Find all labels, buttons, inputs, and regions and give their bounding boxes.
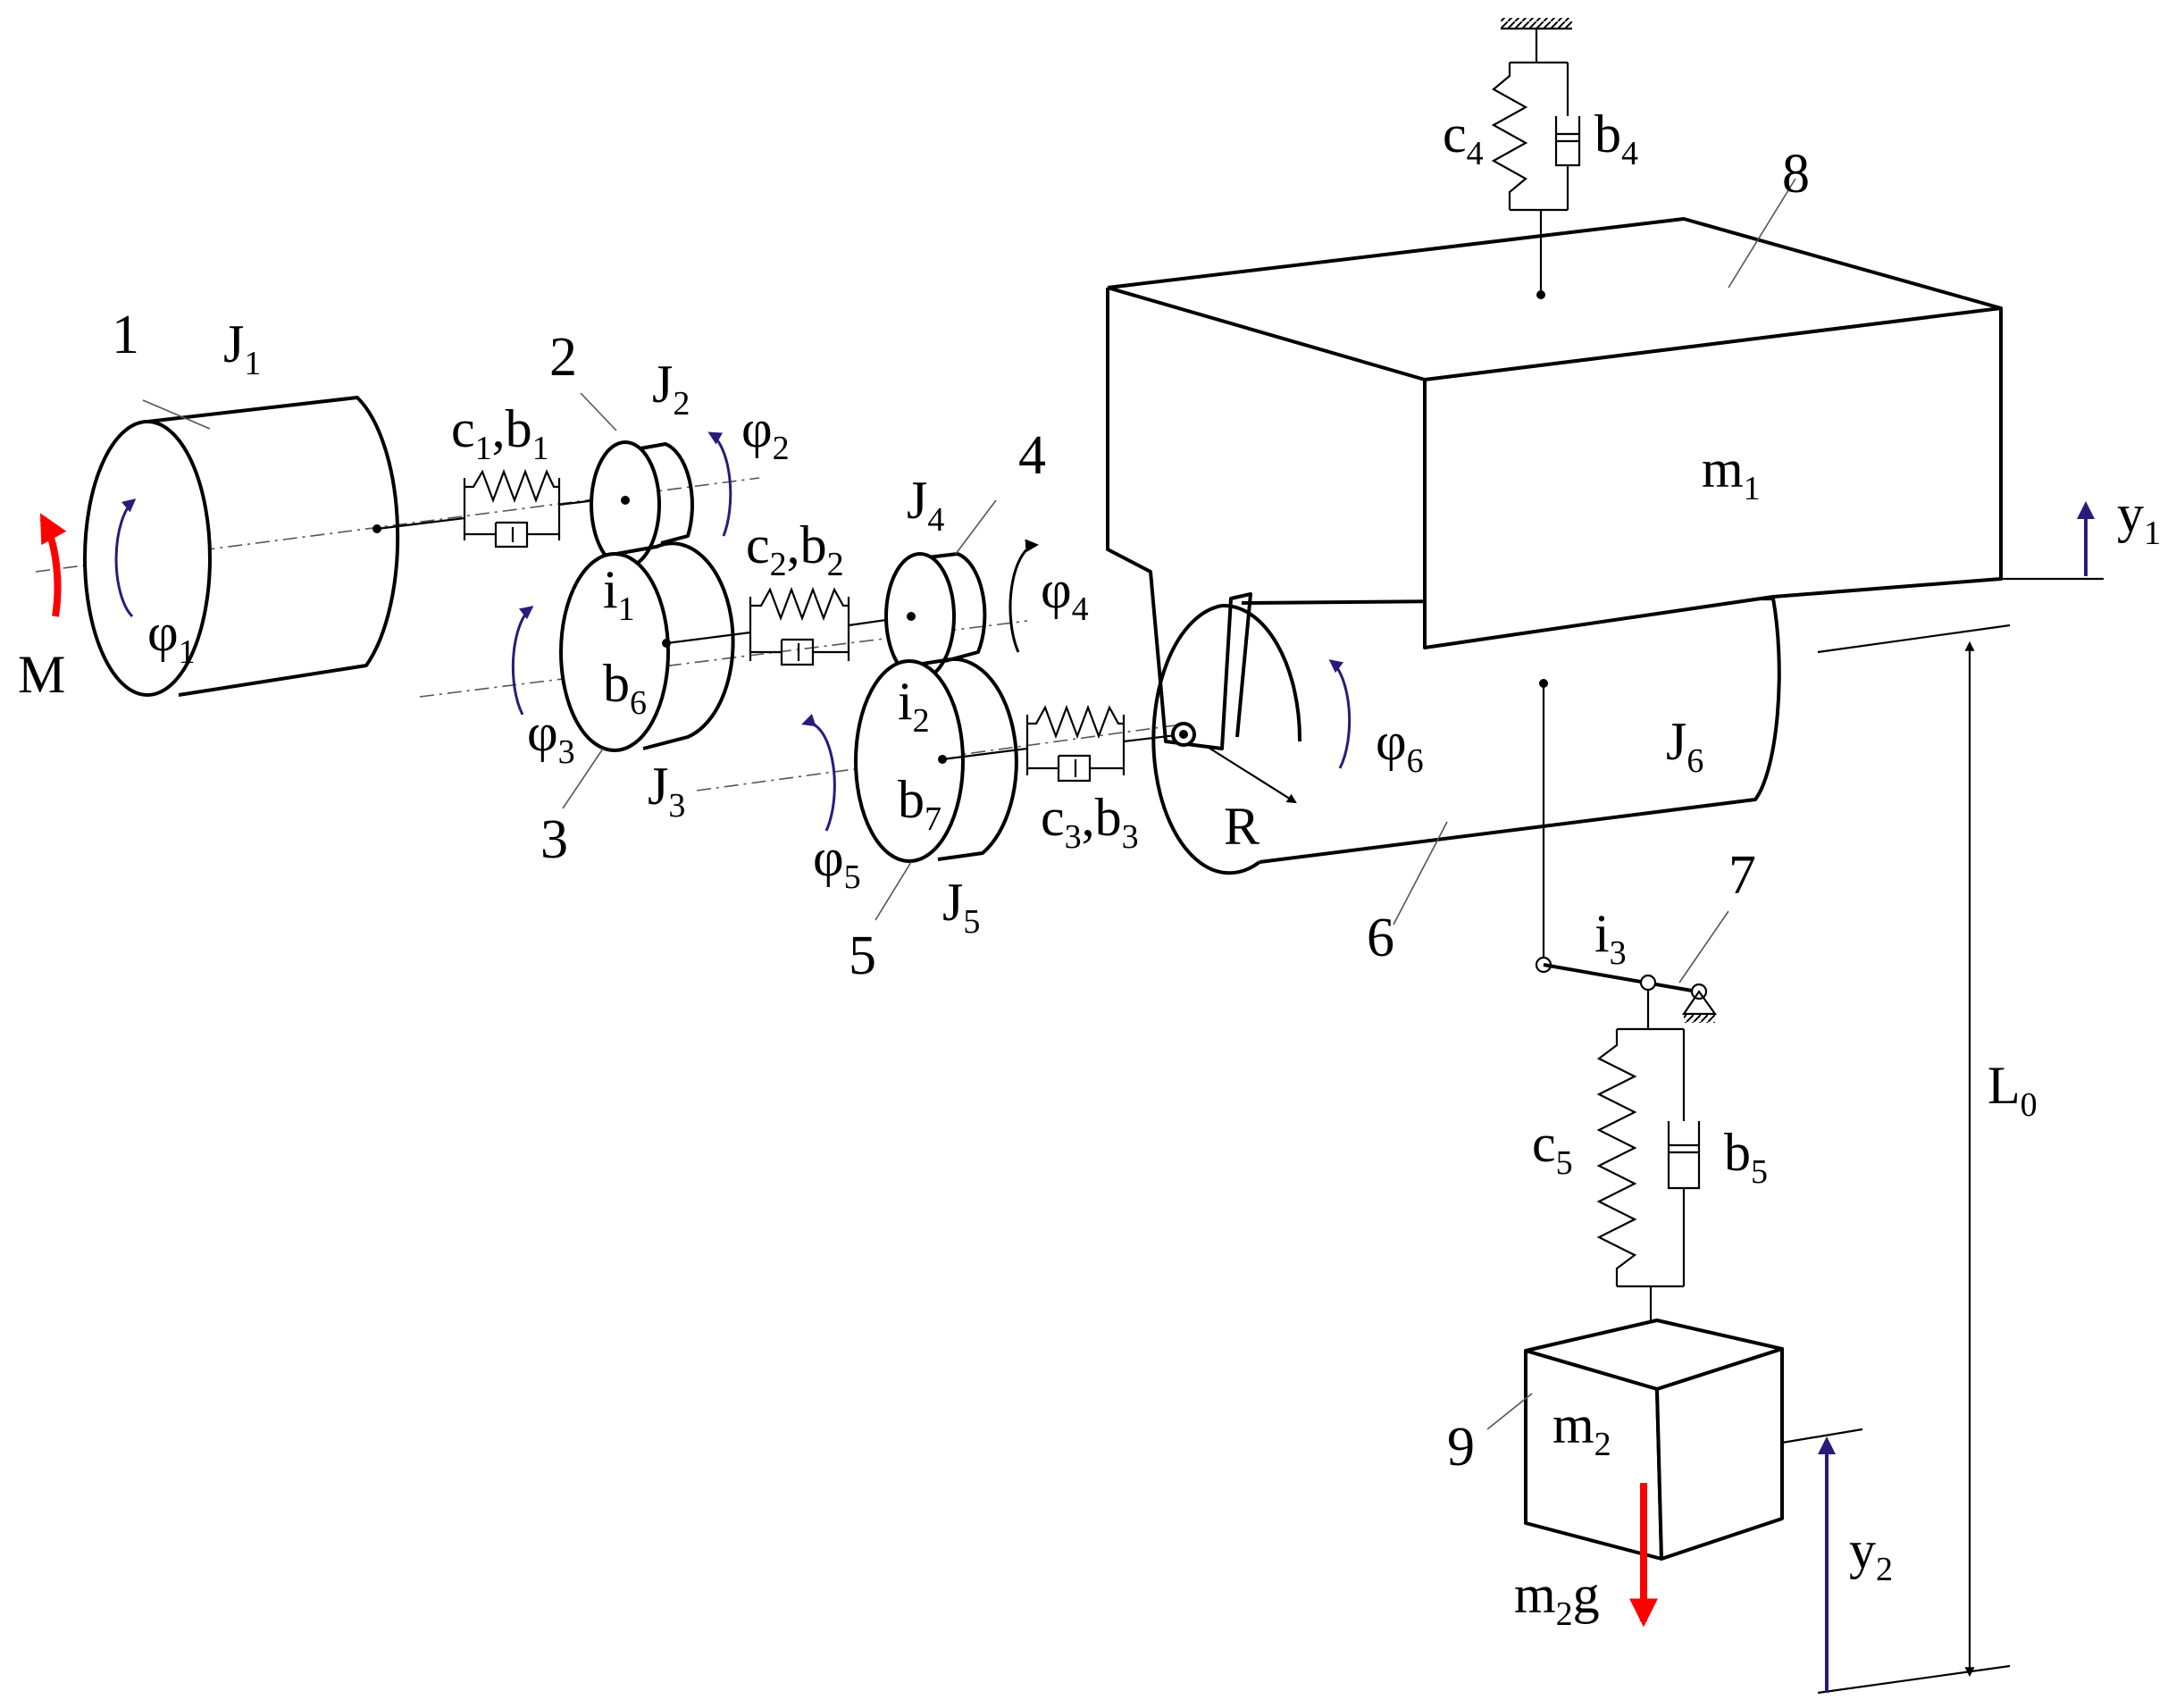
inertia-j1: J1 — [223, 314, 261, 382]
rotation-arrow-phi1 — [114, 498, 137, 618]
rotation-arrow-phi5 — [801, 714, 836, 832]
shaft-1 — [376, 516, 465, 531]
drum-6 — [1151, 597, 1781, 925]
leader-9 — [1486, 1393, 1533, 1430]
coupling-label-c2-b2: c2,b2 — [746, 515, 844, 583]
inertia-j2: J2 — [652, 355, 690, 423]
part-number-1: 1 — [112, 305, 139, 365]
torque-label: M — [18, 645, 65, 704]
part-number-8: 8 — [1782, 144, 1810, 205]
leader-8 — [1728, 178, 1796, 289]
gear-damping-b7: b7 — [898, 770, 942, 838]
rope-and-lever-7 — [1535, 679, 1729, 1023]
part-number-6: 6 — [1367, 908, 1394, 968]
l0-top-reference — [1817, 624, 2011, 654]
shaft-1-node — [372, 524, 381, 533]
angle-phi3: φ3 — [527, 703, 575, 771]
suspension-top — [1491, 18, 1581, 299]
leader-6 — [1393, 821, 1448, 925]
angle-phi4: φ4 — [1041, 560, 1089, 628]
coupling-label-c1-b1: c1,b1 — [451, 399, 549, 467]
angle-phi6: φ6 — [1376, 712, 1424, 780]
rotation-arrow-phi6 — [1328, 659, 1352, 769]
leader-1 — [142, 399, 211, 430]
y2-reference — [1781, 1428, 1863, 1444]
trolley-8 — [1106, 178, 2003, 750]
damper-b4: b4 — [1594, 105, 1638, 172]
mass-m1: m1 — [1702, 440, 1761, 507]
part-number-5: 5 — [849, 925, 876, 986]
angle-phi5: φ5 — [813, 828, 861, 896]
angle-phi1: φ1 — [147, 603, 196, 671]
gear-5 — [854, 657, 1018, 921]
displacement-y2: y2 — [1849, 1520, 1893, 1588]
mass-m2: m2 — [1552, 1395, 1611, 1463]
angle-phi2: φ2 — [741, 399, 790, 467]
drum-1 — [83, 396, 400, 697]
radius-arrow — [1205, 745, 1297, 804]
displacement-y1: y1 — [2117, 484, 2161, 552]
leader-7 — [1678, 910, 1729, 984]
spring-c4: c4 — [1443, 105, 1484, 172]
rotation-arrow-phi4 — [1008, 539, 1039, 653]
part-number-7: 7 — [1728, 845, 1756, 906]
gear-ratio-i1: i1 — [603, 560, 635, 628]
inertia-j3: J3 — [648, 757, 685, 825]
suspension-rope — [1596, 990, 1701, 1361]
gear-4 — [884, 499, 997, 681]
torque-arrow — [39, 513, 67, 617]
inertia-j6: J6 — [1666, 712, 1703, 780]
length-l0: L0 — [1988, 1056, 2038, 1124]
shaft-2 — [665, 631, 751, 645]
coupling-c3-b3 — [1025, 704, 1184, 783]
rotation-arrow-phi2 — [707, 431, 732, 537]
part-number-4: 4 — [1018, 425, 1046, 486]
leader-3 — [562, 748, 604, 809]
gravity-label: m2g — [1514, 1565, 1600, 1633]
leader-5 — [875, 861, 912, 921]
damper-b5: b5 — [1724, 1123, 1768, 1191]
load-9 — [1486, 1319, 1784, 1561]
inertia-j5: J5 — [942, 873, 980, 941]
gear-3 — [559, 541, 735, 809]
l0-bottom-reference — [1817, 1664, 2011, 1695]
gear-ratio-i2: i2 — [898, 672, 930, 740]
part-number-3: 3 — [540, 809, 568, 870]
gear-damping-b6: b6 — [603, 654, 647, 722]
leader-4 — [955, 499, 997, 555]
part-number-9: 9 — [1447, 1417, 1475, 1478]
leader-2 — [580, 392, 617, 431]
gear-ratio-i3: i3 — [1594, 904, 1627, 972]
radius-label: R — [1224, 797, 1260, 856]
shaft-3 — [942, 747, 1028, 761]
rotation-arrow-phi3 — [511, 606, 534, 716]
coupling-label-c3-b3: c3,b3 — [1041, 788, 1139, 856]
inertia-j4: J4 — [907, 471, 944, 539]
part-number-2: 2 — [549, 327, 577, 388]
spring-c5: c5 — [1532, 1114, 1573, 1182]
